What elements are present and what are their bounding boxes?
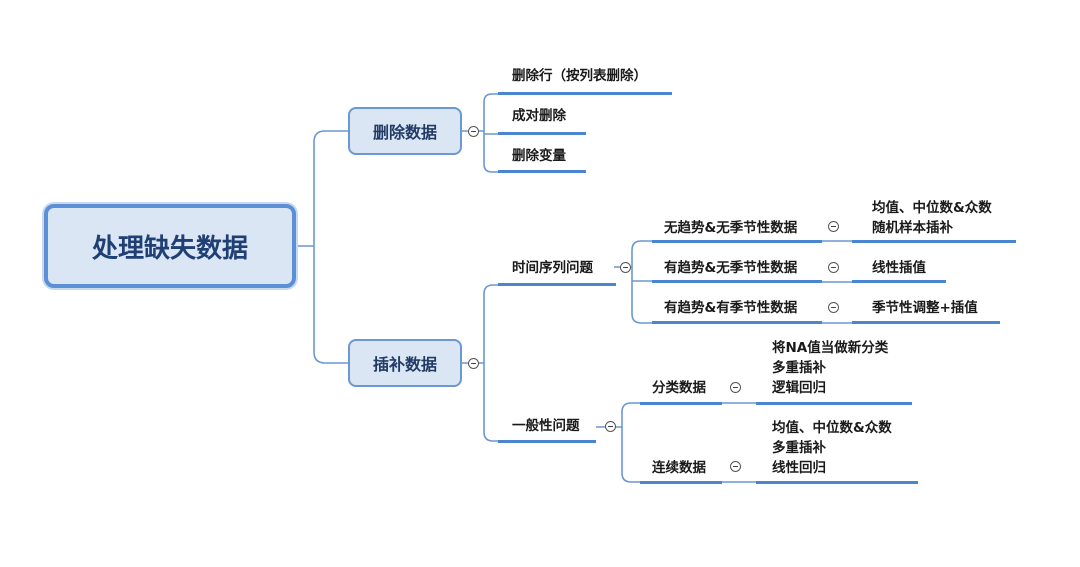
- collapse-toggle-icon[interactable]: [730, 461, 741, 472]
- method-seasonal-adjust[interactable]: 季节性调整+插值: [872, 300, 978, 316]
- node-delete-row[interactable]: 删除行（按列表删除）: [512, 68, 647, 84]
- method-linear-interpolation[interactable]: 线性插值: [872, 260, 926, 276]
- node-underline: [852, 240, 1016, 243]
- node-underline: [852, 280, 946, 283]
- link-root-impute: [313, 246, 348, 364]
- node-categorical[interactable]: 分类数据: [652, 380, 706, 396]
- collapse-toggle-icon[interactable]: [828, 262, 839, 273]
- method-mean-median-mode[interactable]: 均值、中位数&众数: [772, 420, 892, 436]
- node-continuous[interactable]: 连续数据: [652, 460, 706, 476]
- collapse-toggle-icon[interactable]: [468, 126, 479, 137]
- node-ts-no-trend-no-season[interactable]: 无趋势&无季节性数据: [664, 220, 798, 236]
- node-time-series[interactable]: 时间序列问题: [512, 260, 593, 276]
- collapse-toggle-icon[interactable]: [730, 382, 741, 393]
- node-underline: [756, 402, 912, 405]
- node-general[interactable]: 一般性问题: [512, 418, 580, 434]
- node-delete-variable[interactable]: 删除变量: [512, 148, 566, 164]
- method-mean-median-mode[interactable]: 均值、中位数&众数: [872, 200, 992, 216]
- node-underline: [652, 280, 822, 283]
- method-random-sample[interactable]: 随机样本插补: [872, 220, 953, 236]
- collapse-toggle-icon[interactable]: [468, 358, 479, 369]
- node-underline: [498, 440, 596, 443]
- method-multiple-imputation[interactable]: 多重插补: [772, 360, 826, 376]
- method-logistic-regression[interactable]: 逻辑回归: [772, 380, 826, 396]
- collapse-toggle-icon[interactable]: [828, 221, 839, 232]
- link-gen-items: [596, 402, 640, 483]
- node-underline: [498, 132, 586, 135]
- node-pairwise-delete[interactable]: 成对删除: [512, 108, 566, 124]
- node-underline: [652, 321, 822, 324]
- collapse-toggle-icon[interactable]: [605, 421, 616, 432]
- node-underline: [640, 481, 722, 484]
- node-impute-data[interactable]: 插补数据: [348, 339, 462, 387]
- node-underline: [498, 283, 616, 286]
- node-underline: [852, 321, 1000, 324]
- root-node[interactable]: 处理缺失数据: [44, 204, 296, 288]
- node-underline: [756, 481, 918, 484]
- method-na-as-category[interactable]: 将NA值当做新分类: [772, 340, 889, 356]
- node-ts-trend-season[interactable]: 有趋势&有季节性数据: [664, 300, 798, 316]
- node-underline: [498, 170, 586, 173]
- collapse-toggle-icon[interactable]: [620, 262, 631, 273]
- node-underline: [652, 240, 822, 243]
- node-underline: [640, 402, 722, 405]
- collapse-toggle-icon[interactable]: [828, 302, 839, 313]
- node-ts-trend-no-season[interactable]: 有趋势&无季节性数据: [664, 260, 798, 276]
- node-delete-data[interactable]: 删除数据: [348, 107, 462, 155]
- link-root-delete: [313, 130, 348, 246]
- link-ts-items: [614, 240, 652, 324]
- method-multiple-imputation[interactable]: 多重插补: [772, 440, 826, 456]
- method-linear-regression[interactable]: 线性回归: [772, 460, 826, 476]
- node-underline: [498, 92, 672, 95]
